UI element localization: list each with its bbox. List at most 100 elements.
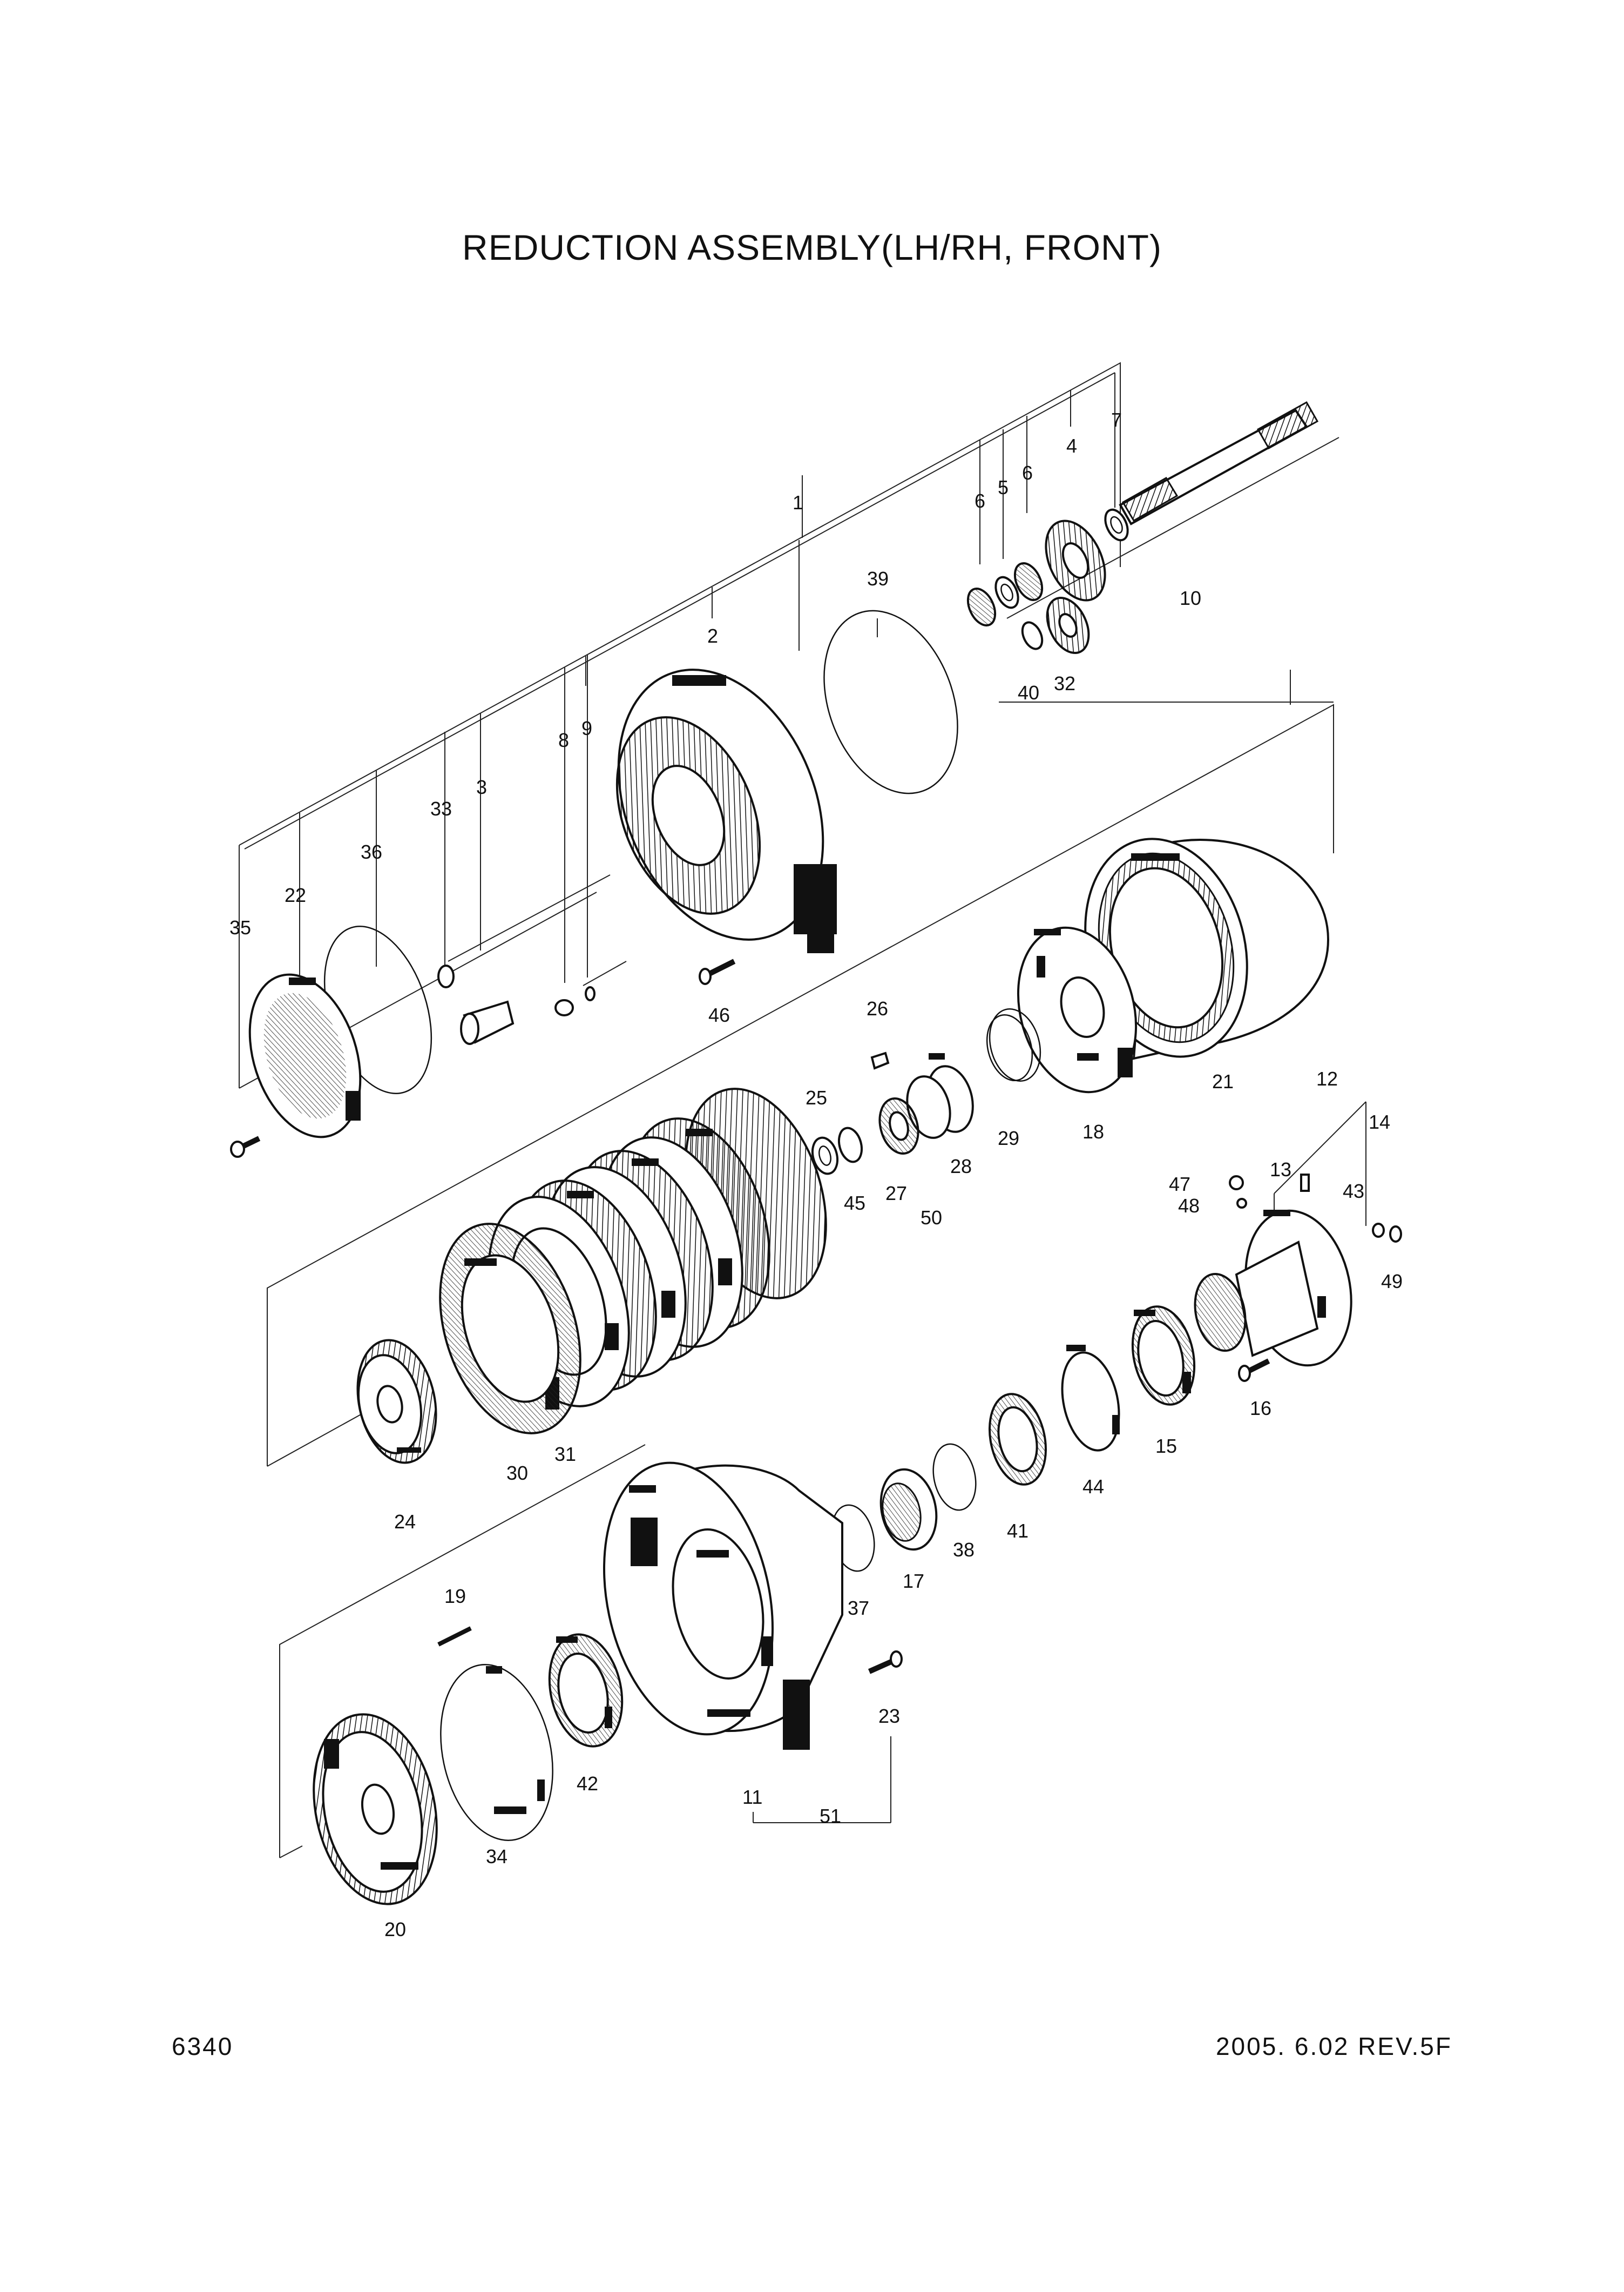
callout-40: 40 [1018,682,1039,704]
callout-6a: 6 [1022,462,1033,484]
callout-25: 25 [806,1087,827,1109]
callout-45: 45 [844,1192,865,1214]
part-7-washer [1104,508,1129,542]
part-12-hub [1194,1209,1352,1367]
part-23-stud [868,1650,903,1674]
part-6-bearing-a [1013,562,1044,601]
part-38-o-ring [932,1443,977,1511]
callout-1: 1 [793,491,803,514]
callout-labels: 1 7 4 6 5 6 10 39 40 32 2 8 9 3 33 36 22… [229,409,1403,1940]
part-35-bolt [230,1136,261,1158]
part-17-seal [879,1468,938,1551]
callout-16: 16 [1250,1397,1271,1419]
part-45-ring [837,1127,863,1163]
callout-28: 28 [950,1155,972,1177]
callout-51: 51 [820,1805,841,1827]
part-24-gear [356,1339,437,1464]
callout-3: 3 [476,776,487,798]
callout-46: 46 [708,1004,730,1026]
callout-5: 5 [998,476,1009,498]
callout-17: 17 [903,1570,924,1592]
callout-36: 36 [361,841,382,863]
callout-12: 12 [1316,1068,1338,1090]
part-19-pin [437,1626,472,1647]
callout-44: 44 [1082,1475,1104,1498]
callout-6b: 6 [975,490,985,512]
callout-22: 22 [285,884,306,906]
callout-30: 30 [506,1462,528,1484]
part-41-bearing [988,1393,1047,1486]
callout-11: 11 [742,1786,762,1808]
part-10-shaft [1119,401,1319,525]
part-49-plug [1389,1225,1402,1243]
revision-date: 2005. 6.02 REV.5F [1215,2032,1452,2060]
callout-33: 33 [430,798,452,820]
part-8-bolt [554,999,574,1016]
callout-20: 20 [384,1918,406,1940]
leader-lines [244,372,1366,1823]
part-2-carrier [615,669,837,953]
page-number: 6340 [172,2032,234,2060]
callout-23: 23 [878,1705,900,1727]
callout-43: 43 [1343,1180,1364,1202]
part-14-plug [1372,1223,1385,1238]
part-22-cover [248,973,362,1138]
part-15-bearing [1131,1305,1196,1406]
part-16-bolt [1238,1358,1270,1382]
callout-24: 24 [394,1511,416,1533]
callout-39: 39 [867,568,889,590]
part-6-bearing-b [966,588,997,626]
part-18-plate [1017,926,1138,1094]
callout-42: 42 [577,1772,598,1795]
assembly-frame-lower [279,1444,646,1858]
callout-37: 37 [848,1597,869,1619]
callout-47: 47 [1169,1173,1190,1195]
part-3-plug [460,1000,515,1045]
part-32-gear [1046,596,1090,655]
part-39-o-ring [823,610,958,794]
part-11-housing [603,1461,843,1750]
part-9-washer [585,986,596,1001]
callout-49: 49 [1381,1270,1403,1292]
callout-10: 10 [1180,587,1201,609]
part-21-ring-gear [1084,838,1330,1060]
callout-8: 8 [558,729,569,751]
part-46-bolt [699,959,736,985]
callout-38: 38 [953,1539,975,1561]
callout-31: 31 [554,1443,576,1465]
callout-9: 9 [581,717,592,739]
callout-7: 7 [1111,409,1122,431]
callout-13: 13 [1270,1158,1291,1181]
page-title: REDUCTION ASSEMBLY(LH/RH, FRONT) [462,227,1162,267]
callout-34: 34 [486,1845,508,1868]
callout-29: 29 [998,1127,1019,1149]
callout-35: 35 [229,916,251,939]
callout-14: 14 [1369,1111,1390,1133]
callout-32: 32 [1054,672,1075,695]
part-29-ring [986,1008,1041,1082]
callout-4: 4 [1066,435,1077,457]
callout-27: 27 [885,1182,907,1204]
callout-50: 50 [921,1206,942,1229]
part-26-key [870,1051,890,1070]
part-33-washer [437,965,455,988]
part-5-washer [994,576,1019,609]
callout-2: 2 [707,625,718,647]
part-48-plug [1236,1198,1247,1209]
part-40-washer [1021,621,1044,650]
part-4-gear [1045,520,1106,602]
part-30-plate [439,1223,581,1434]
part-47-plug [1229,1175,1244,1190]
callout-15: 15 [1155,1435,1177,1457]
callout-41: 41 [1007,1520,1028,1542]
part-42-bearing [548,1633,624,1748]
callout-21: 21 [1212,1070,1234,1093]
part-43-fitting [1300,1174,1310,1192]
part-27-bearing [878,1097,919,1155]
part-25-washer [811,1136,839,1175]
callout-48: 48 [1178,1195,1200,1217]
callout-19: 19 [444,1585,466,1607]
callout-26: 26 [867,997,888,1020]
part-44-ring [1061,1345,1120,1452]
